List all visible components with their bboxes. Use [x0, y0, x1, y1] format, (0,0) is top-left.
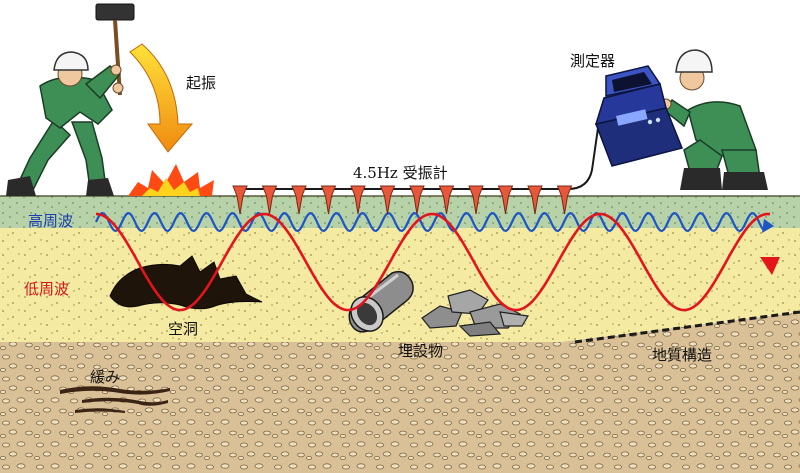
geophone-icon: [438, 185, 455, 215]
geology-boundary: [574, 310, 800, 344]
geophone-icon: [468, 185, 484, 215]
recorder-label: 測定器: [570, 52, 616, 70]
geophone-icon: [556, 185, 573, 215]
recorder-icon: [594, 65, 684, 167]
geology-label: 地質構造: [652, 346, 713, 364]
loosening-cracks: [60, 386, 170, 413]
geophone-icon: [409, 185, 425, 215]
geophone-icon: [291, 185, 307, 215]
high-frequency-label: 高周波: [28, 212, 74, 230]
recorder-worker: [660, 49, 768, 190]
impact-burst-icon: [128, 164, 214, 196]
high-frequency-arrowhead: [762, 219, 774, 233]
buried-object-label: 埋設物: [398, 342, 444, 360]
geophone-icon: [497, 185, 514, 215]
low-frequency-arrowhead: [760, 257, 780, 275]
geophone-icon: [232, 185, 248, 215]
gravel-layer: [0, 312, 800, 473]
geophone-label: 4.5Hz 受振計: [353, 164, 448, 182]
geophone-icon: [320, 185, 337, 215]
rubble-icon: [421, 289, 529, 337]
impact-arrow-icon: [129, 43, 194, 153]
high-frequency-wave: [95, 211, 765, 233]
hammer-icon: [95, 3, 135, 96]
surface-layer: [0, 196, 800, 228]
low-frequency-wave: [95, 212, 771, 312]
geophone-icon: [379, 185, 396, 215]
sky: [0, 0, 800, 195]
low-frequency-label: 低周波: [24, 280, 70, 298]
geophone-icon: [350, 185, 366, 215]
cavity-label: 空洞: [168, 320, 199, 338]
loosening-label: 緩み: [90, 368, 121, 386]
hammer-worker: [6, 3, 135, 196]
geophone-icon: [261, 185, 278, 215]
geophone-icon: [527, 185, 543, 215]
excitation-label: 起振: [186, 74, 217, 92]
